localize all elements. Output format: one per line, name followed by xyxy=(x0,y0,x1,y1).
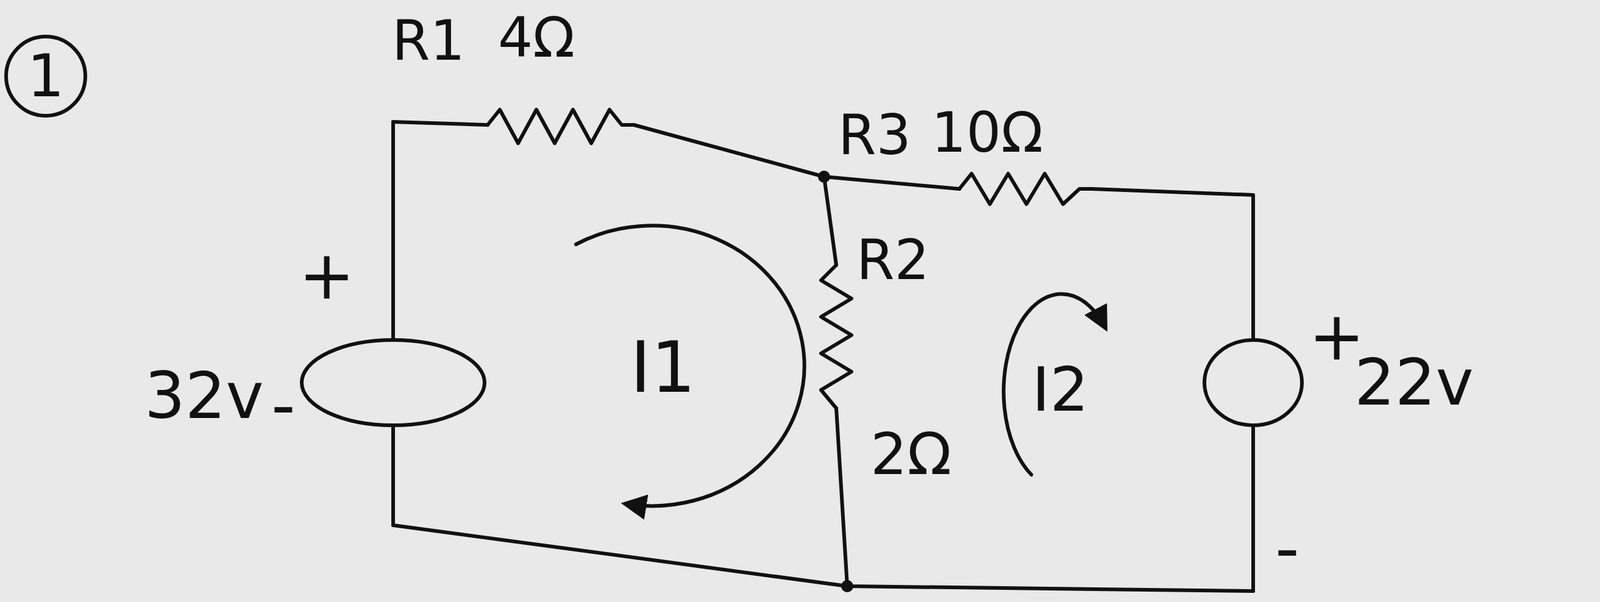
mesh-current-name: I2 xyxy=(1031,359,1089,421)
wire xyxy=(824,176,837,266)
resistance-value: 2Ω xyxy=(870,425,952,484)
component-name: R3 xyxy=(838,107,912,163)
resistor-symbol xyxy=(821,265,852,409)
wire xyxy=(391,121,395,341)
wire xyxy=(393,121,488,125)
mesh-current-name: I1 xyxy=(630,332,696,403)
component-name: R2 xyxy=(856,232,930,288)
wire xyxy=(393,525,1254,592)
wire xyxy=(1091,188,1254,341)
voltage-value: 32v xyxy=(144,364,264,429)
wire xyxy=(836,408,848,587)
resistance-value: 4Ω xyxy=(497,10,575,66)
wire xyxy=(824,176,960,189)
resistance-value: 10Ω xyxy=(931,105,1043,161)
voltage-source-symbol xyxy=(301,340,485,426)
polarity-sign: - xyxy=(1275,515,1300,583)
polarity-sign: - xyxy=(271,371,296,439)
wire xyxy=(391,425,395,526)
wire xyxy=(633,124,825,177)
junction-dot xyxy=(817,170,831,183)
circled-number: 1 xyxy=(4,34,88,118)
voltage-value: 22v xyxy=(1354,351,1474,416)
mesh-current-arrow xyxy=(1003,294,1106,475)
number-text: 1 xyxy=(26,46,64,106)
voltage-source-symbol xyxy=(1204,340,1302,426)
junction-dot xyxy=(841,580,854,593)
resistor-symbol xyxy=(487,109,634,144)
wire xyxy=(1251,425,1256,592)
component-name: R1 xyxy=(391,13,466,69)
mesh-current-arrow xyxy=(576,225,805,506)
resistor-symbol xyxy=(959,173,1092,205)
polarity-sign: + xyxy=(298,241,355,310)
